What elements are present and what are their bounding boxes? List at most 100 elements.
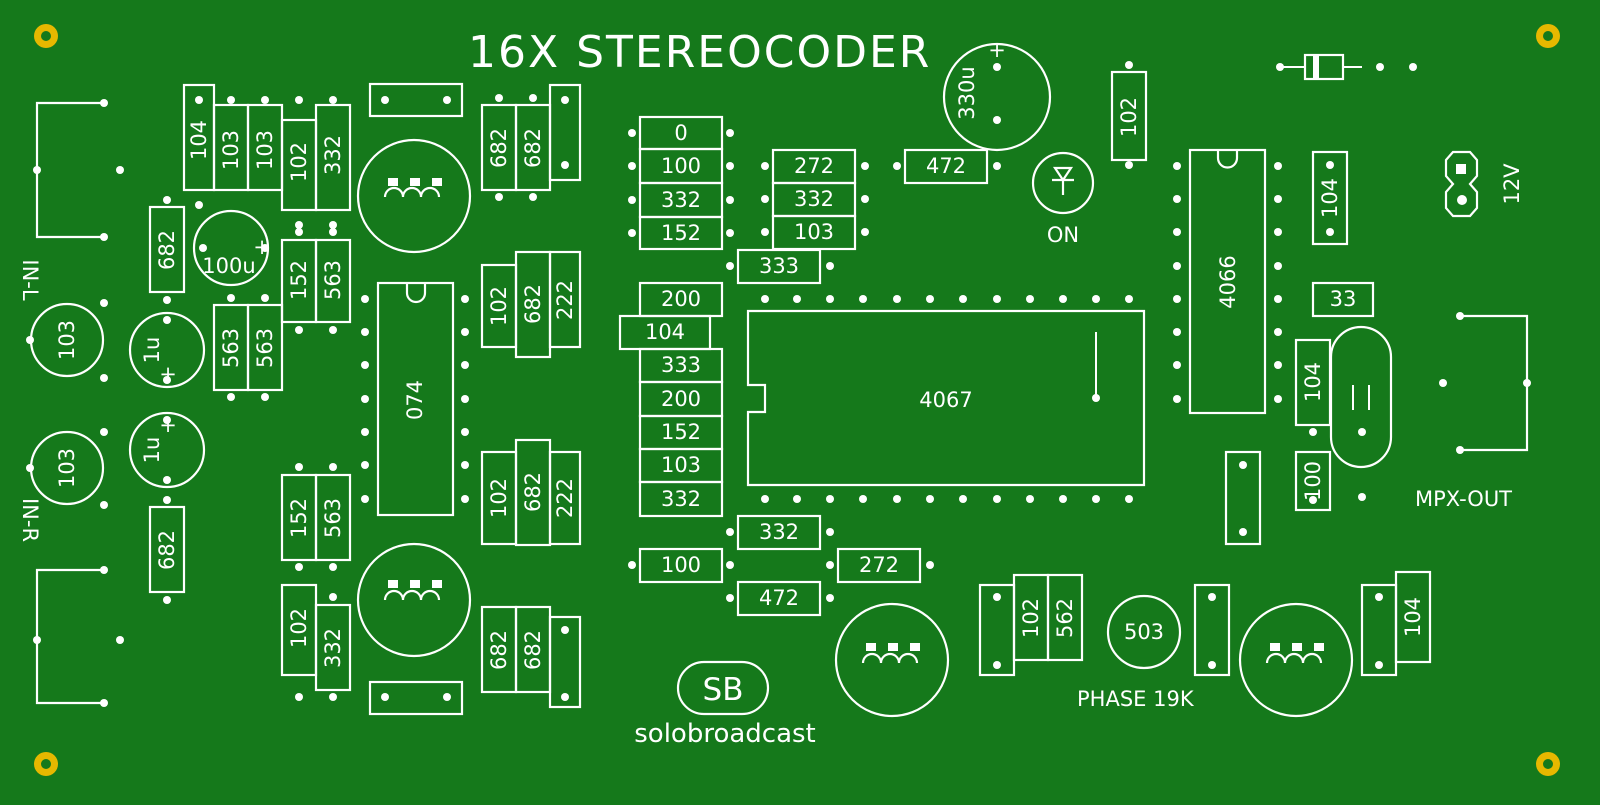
svg-text:103: 103	[253, 130, 277, 170]
svg-text:102: 102	[287, 142, 311, 182]
power-label: 12V	[1500, 163, 1524, 205]
unlabeled-footprints	[368, 82, 464, 716]
phase-label: PHASE 19K	[1077, 687, 1195, 711]
in-l-label: IN-L	[18, 259, 42, 300]
svg-text:33: 33	[1330, 287, 1357, 311]
svg-text:682: 682	[155, 530, 179, 570]
in-r-connector: IN-R	[18, 498, 124, 707]
svg-text:200: 200	[661, 287, 701, 311]
capacitor-1u-b: 1u +	[128, 411, 206, 489]
svg-text:104: 104	[187, 120, 211, 160]
svg-text:152: 152	[661, 221, 701, 245]
svg-text:682: 682	[521, 128, 545, 168]
svg-text:332: 332	[759, 520, 799, 544]
pad-rows	[361, 162, 1282, 602]
svg-text:152: 152	[287, 260, 311, 300]
svg-text:563: 563	[253, 328, 277, 368]
ic-4067: 4067	[746, 309, 1146, 487]
in-l-connector: IN-L	[18, 99, 124, 301]
svg-text:+: +	[159, 362, 177, 386]
svg-text:682: 682	[521, 472, 545, 512]
svg-text:102: 102	[287, 608, 311, 648]
svg-text:222: 222	[553, 280, 577, 320]
svg-text:+: +	[253, 235, 271, 259]
power-connector: 12V	[1444, 150, 1524, 218]
svg-text:332: 332	[794, 187, 834, 211]
svg-text:333: 333	[759, 254, 799, 278]
in-r-label: IN-R	[18, 498, 42, 542]
board-title: 16X STEREOCODER	[468, 27, 931, 78]
capacitor-1u-a: 1u +	[128, 311, 206, 389]
svg-text:103: 103	[219, 130, 243, 170]
capacitor-100u: 100u +	[192, 209, 271, 287]
brand-name: solobroadcast	[634, 719, 816, 749]
ic-4066: 4066	[1188, 148, 1267, 415]
svg-text:100: 100	[661, 154, 701, 178]
trimpot-in-r: 103	[26, 428, 108, 509]
svg-text:103: 103	[661, 453, 701, 477]
vertical-resistors: 104 103 103 102 332 682 682 152 563 563 …	[148, 61, 1432, 709]
svg-text:102: 102	[487, 286, 511, 326]
svg-text:074: 074	[403, 380, 427, 420]
svg-text:682: 682	[521, 630, 545, 670]
svg-text:222: 222	[553, 478, 577, 518]
svg-text:682: 682	[487, 630, 511, 670]
svg-text:563: 563	[321, 260, 345, 300]
svg-text:563: 563	[321, 498, 345, 538]
logo-text: SB	[703, 672, 744, 708]
svg-text:333: 333	[661, 353, 701, 377]
mpx-out-connector: MPX-OUT	[1415, 312, 1531, 511]
svg-text:+: +	[159, 413, 177, 437]
svg-text:330u: 330u	[955, 66, 979, 119]
svg-text:104: 104	[1318, 178, 1342, 218]
svg-text:100: 100	[1301, 461, 1325, 501]
mounting-holes	[34, 24, 1560, 776]
svg-text:682: 682	[487, 128, 511, 168]
svg-text:+: +	[988, 38, 1006, 62]
svg-text:332: 332	[661, 487, 701, 511]
svg-text:332: 332	[321, 628, 345, 668]
svg-text:4066: 4066	[1216, 255, 1240, 308]
led-label: ON	[1047, 223, 1079, 247]
svg-text:503: 503	[1124, 620, 1164, 644]
svg-text:100: 100	[661, 553, 701, 577]
svg-text:200: 200	[661, 387, 701, 411]
svg-text:103: 103	[55, 448, 79, 488]
svg-text:102: 102	[487, 478, 511, 518]
svg-text:1u: 1u	[140, 437, 164, 464]
crystal	[1329, 325, 1393, 501]
svg-text:152: 152	[287, 498, 311, 538]
svg-text:103: 103	[55, 320, 79, 360]
svg-text:4067: 4067	[919, 388, 972, 412]
svg-text:272: 272	[859, 553, 899, 577]
svg-text:563: 563	[219, 328, 243, 368]
svg-text:472: 472	[926, 154, 966, 178]
brand-logo: SB solobroadcast	[634, 660, 816, 749]
svg-text:104: 104	[645, 320, 685, 344]
svg-text:152: 152	[661, 420, 701, 444]
svg-text:562: 562	[1053, 598, 1077, 638]
horizontal-resistors: 0 100 332 152 272 332 103 472 333 200 10…	[618, 115, 1375, 617]
svg-text:102: 102	[1117, 97, 1141, 137]
svg-text:682: 682	[155, 230, 179, 270]
svg-text:104: 104	[1401, 597, 1425, 637]
svg-text:472: 472	[759, 586, 799, 610]
svg-text:104: 104	[1301, 362, 1325, 402]
svg-text:0: 0	[674, 121, 687, 145]
svg-text:102: 102	[1019, 598, 1043, 638]
svg-text:1u: 1u	[140, 337, 164, 364]
capacitor-330u: 330u +	[942, 38, 1052, 152]
svg-text:682: 682	[521, 284, 545, 324]
coils	[356, 138, 1354, 718]
svg-text:100u: 100u	[202, 254, 255, 278]
led-on: ON	[1031, 151, 1095, 247]
svg-text:272: 272	[794, 154, 834, 178]
phase-trimpot: 503 PHASE 19K	[1077, 594, 1195, 711]
svg-text:332: 332	[321, 135, 345, 175]
svg-text:103: 103	[794, 220, 834, 244]
ic-074: 074	[376, 281, 455, 517]
trimpot-in-l: 103	[26, 299, 108, 382]
mpx-out-label: MPX-OUT	[1415, 487, 1512, 511]
